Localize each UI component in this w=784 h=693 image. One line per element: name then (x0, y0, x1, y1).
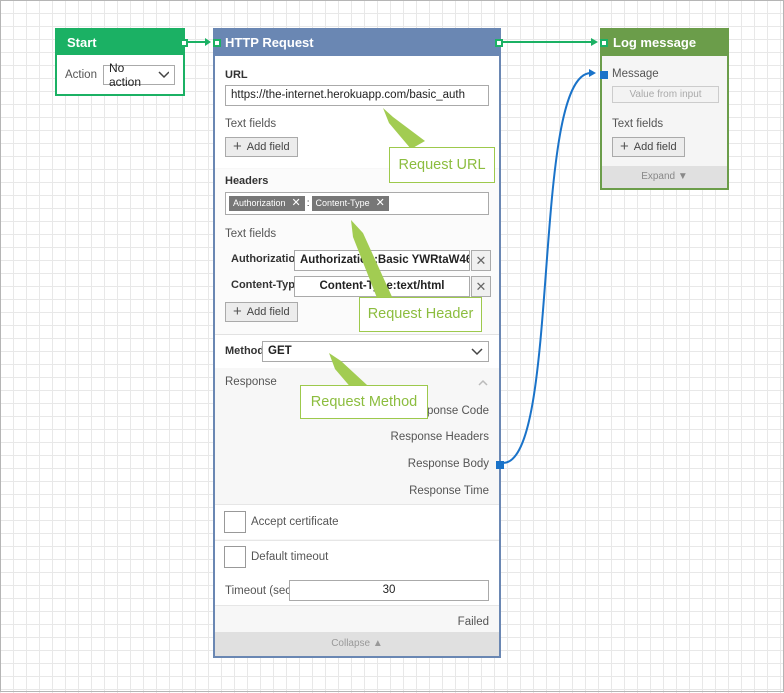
accept-certificate-section: Accept certificate (215, 504, 499, 539)
chip-separator: : (306, 198, 310, 209)
log-text-fields-label: Text fields (612, 118, 664, 130)
clear-authorization-button[interactable]: ✕ (471, 250, 491, 271)
url-input[interactable]: https://the-internet.herokuapp.com/basic… (225, 85, 489, 106)
header-value-input-content-type[interactable]: Content-Type:text/html (294, 276, 470, 297)
header-row-name: Authorization (231, 253, 302, 265)
action-select-value: No action (108, 61, 141, 89)
log-add-field-button[interactable]: + Add field (612, 137, 685, 157)
method-select-value: GET (268, 345, 292, 357)
arrow-right-icon (591, 38, 598, 46)
start-output-port[interactable] (180, 39, 188, 47)
request-header-callout: Request Header (359, 297, 482, 332)
header-value-input-authorization[interactable]: Authorization:Basic YWRtaW46YWRtaW4= (294, 250, 470, 271)
default-timeout-section: Default timeout (215, 540, 499, 575)
close-icon[interactable]: ✕ (375, 197, 385, 209)
url-text-fields-label: Text fields (225, 118, 277, 130)
chevron-down-icon (157, 71, 169, 79)
headers-label: Headers (225, 175, 269, 187)
header-row-name: Content-Type (231, 279, 302, 291)
plus-icon: + (233, 138, 242, 155)
http-input-port[interactable] (213, 39, 221, 47)
message-value-input[interactable]: Value from input (612, 86, 719, 103)
method-label: Method (225, 345, 265, 357)
chevron-down-icon (471, 347, 483, 355)
http-output-port[interactable] (495, 39, 503, 47)
url-add-field-button[interactable]: + Add field (225, 137, 298, 157)
request-method-callout: Request Method (300, 385, 428, 419)
headers-text-fields-label: Text fields (225, 228, 277, 240)
close-icon: ✕ (475, 253, 487, 268)
start-node[interactable]: Start Action No action (55, 28, 188, 96)
default-timeout-checkbox[interactable] (224, 546, 246, 568)
arrow-right-icon (589, 69, 596, 77)
accept-certificate-label: Accept certificate (251, 516, 339, 528)
response-output-body: Response Body (407, 458, 489, 470)
close-icon: ✕ (475, 279, 487, 294)
method-section: Method GET (215, 334, 499, 368)
headers-add-field-button[interactable]: + Add field (225, 302, 298, 322)
action-select[interactable]: No action (102, 61, 175, 89)
add-field-label: Add field (633, 141, 677, 153)
plus-icon: + (233, 303, 242, 320)
header-chip-authorization[interactable]: Authorization ✕ (229, 196, 305, 211)
header-chip-content-type[interactable]: Content-Type ✕ (311, 196, 389, 211)
response-output-time: Response Time (409, 485, 489, 497)
default-timeout-label: Default timeout (251, 551, 329, 563)
start-node-title: Start (57, 30, 183, 55)
timeout-label: Timeout (sec) (225, 585, 295, 597)
failed-output-label: Failed (457, 616, 489, 628)
timeout-input[interactable]: 30 (289, 580, 489, 601)
action-label: Action (65, 69, 97, 81)
headers-chip-input[interactable]: Authorization ✕ : Content-Type ✕ (225, 192, 489, 215)
message-input-port[interactable] (600, 71, 608, 79)
log-input-port[interactable] (600, 39, 608, 47)
method-select[interactable]: GET (262, 341, 489, 362)
chip-label: Content-Type (315, 198, 370, 208)
response-body-to-message-connector (502, 72, 592, 464)
close-icon[interactable]: ✕ (291, 197, 301, 209)
failed-section: Failed (215, 605, 499, 635)
http-node-title: HTTP Request (215, 30, 499, 56)
add-field-label: Add field (246, 306, 290, 318)
accept-certificate-checkbox[interactable] (224, 511, 246, 533)
expand-button[interactable]: Expand ▼ (602, 166, 727, 188)
plus-icon: + (620, 138, 629, 155)
log-node-title: Log message (602, 30, 727, 56)
timeout-section: Timeout (sec) 30 (215, 575, 499, 605)
chevron-up-icon[interactable] (478, 379, 488, 386)
http-request-node[interactable]: HTTP Request URL https://the-internet.he… (213, 28, 504, 658)
add-field-label: Add field (246, 141, 290, 153)
log-message-node[interactable]: Log message Message Value from input Tex… (600, 28, 729, 190)
arrow-right-icon (205, 38, 211, 46)
clear-content-type-button[interactable]: ✕ (471, 276, 491, 297)
url-label: URL (225, 69, 248, 81)
message-label: Message (612, 68, 659, 80)
request-url-callout: Request URL (389, 147, 495, 183)
response-body-port[interactable] (496, 461, 504, 469)
response-output-headers: Response Headers (390, 431, 489, 443)
response-label: Response (225, 376, 277, 388)
collapse-button[interactable]: Collapse ▲ (215, 632, 499, 656)
chip-label: Authorization (233, 198, 286, 208)
